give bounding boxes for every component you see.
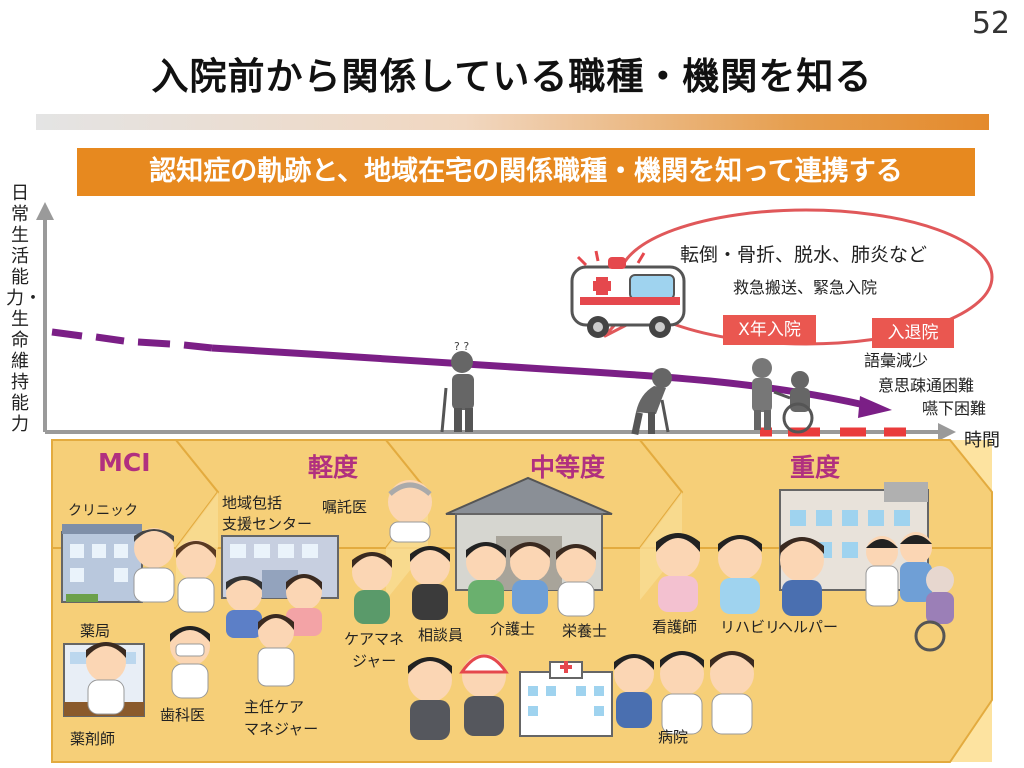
label-rehab: リハビリ bbox=[720, 618, 781, 636]
wheelchair-figures bbox=[752, 358, 814, 434]
subtitle-banner: 認知症の軌跡と、地域在宅の関係職種・機関を知って連携する bbox=[77, 148, 975, 196]
y-axis-label: 日常生活能力・生命維持能力 bbox=[6, 183, 42, 435]
label-care-manager-1: ケアマネ bbox=[344, 630, 405, 648]
label-pharmacy: 薬局 bbox=[80, 622, 111, 640]
elderly-cane-figure bbox=[631, 368, 672, 435]
label-dentist: 歯科医 bbox=[160, 706, 206, 724]
label-pharmacist: 薬剤師 bbox=[70, 730, 116, 748]
x-axis-arrowhead bbox=[938, 423, 956, 441]
label-community-center-1: 地域包括 bbox=[222, 494, 283, 512]
in-out-tag: 入退院 bbox=[872, 318, 954, 348]
stage-label-mild: 軽度 bbox=[308, 453, 359, 482]
symptom-communication: 意思疎通困難 bbox=[878, 376, 975, 395]
label-chief-care-manager-1: 主任ケア bbox=[244, 698, 305, 716]
label-nutritionist: 栄養士 bbox=[562, 622, 608, 640]
title-underline-bar bbox=[36, 114, 989, 130]
admission-tag: X年入院 bbox=[723, 315, 816, 345]
label-care-worker: 介護士 bbox=[490, 620, 536, 638]
professional-portraits bbox=[86, 480, 954, 740]
callout-line-2: 救急搬送、緊急入院 bbox=[733, 278, 878, 297]
trajectory-line bbox=[51, 328, 906, 437]
label-hospital: 病院 bbox=[658, 728, 689, 746]
label-helper: ヘルパー bbox=[778, 618, 839, 636]
stage-label-moderate: 中等度 bbox=[530, 453, 606, 482]
label-nurse: 看護師 bbox=[652, 618, 698, 636]
label-care-manager-2: ジャー bbox=[352, 652, 397, 670]
svg-text:? ?: ? ? bbox=[454, 340, 469, 353]
hospital-building-bottom-illustration bbox=[519, 661, 613, 737]
callout-line-1: 転倒・骨折、脱水、肺炎など bbox=[680, 244, 928, 266]
label-counselor: 相談員 bbox=[418, 626, 464, 644]
x-axis-label: 時間 bbox=[964, 430, 1000, 451]
clinic-building-illustration bbox=[61, 524, 143, 603]
y-axis-arrowhead bbox=[36, 202, 54, 220]
stage-label-severe: 重度 bbox=[790, 453, 841, 482]
page-number: 52 bbox=[971, 6, 1010, 41]
stage-label-mci: MCI bbox=[98, 448, 151, 477]
label-clinic: クリニック bbox=[68, 503, 138, 519]
label-commissioned-doctor: 嘱託医 bbox=[322, 498, 368, 516]
label-chief-care-manager-2: マネジャー bbox=[244, 720, 319, 738]
label-community-center-2: 支援センター bbox=[222, 515, 313, 533]
elderly-confused-figure: ? ? bbox=[440, 340, 474, 433]
symptom-vocabulary: 語彙減少 bbox=[864, 351, 929, 370]
page-title: 入院前から関係している職種・機関を知る bbox=[151, 55, 873, 98]
ambulance-illustration bbox=[570, 250, 686, 338]
symptom-swallowing: 嚥下困難 bbox=[922, 399, 987, 418]
